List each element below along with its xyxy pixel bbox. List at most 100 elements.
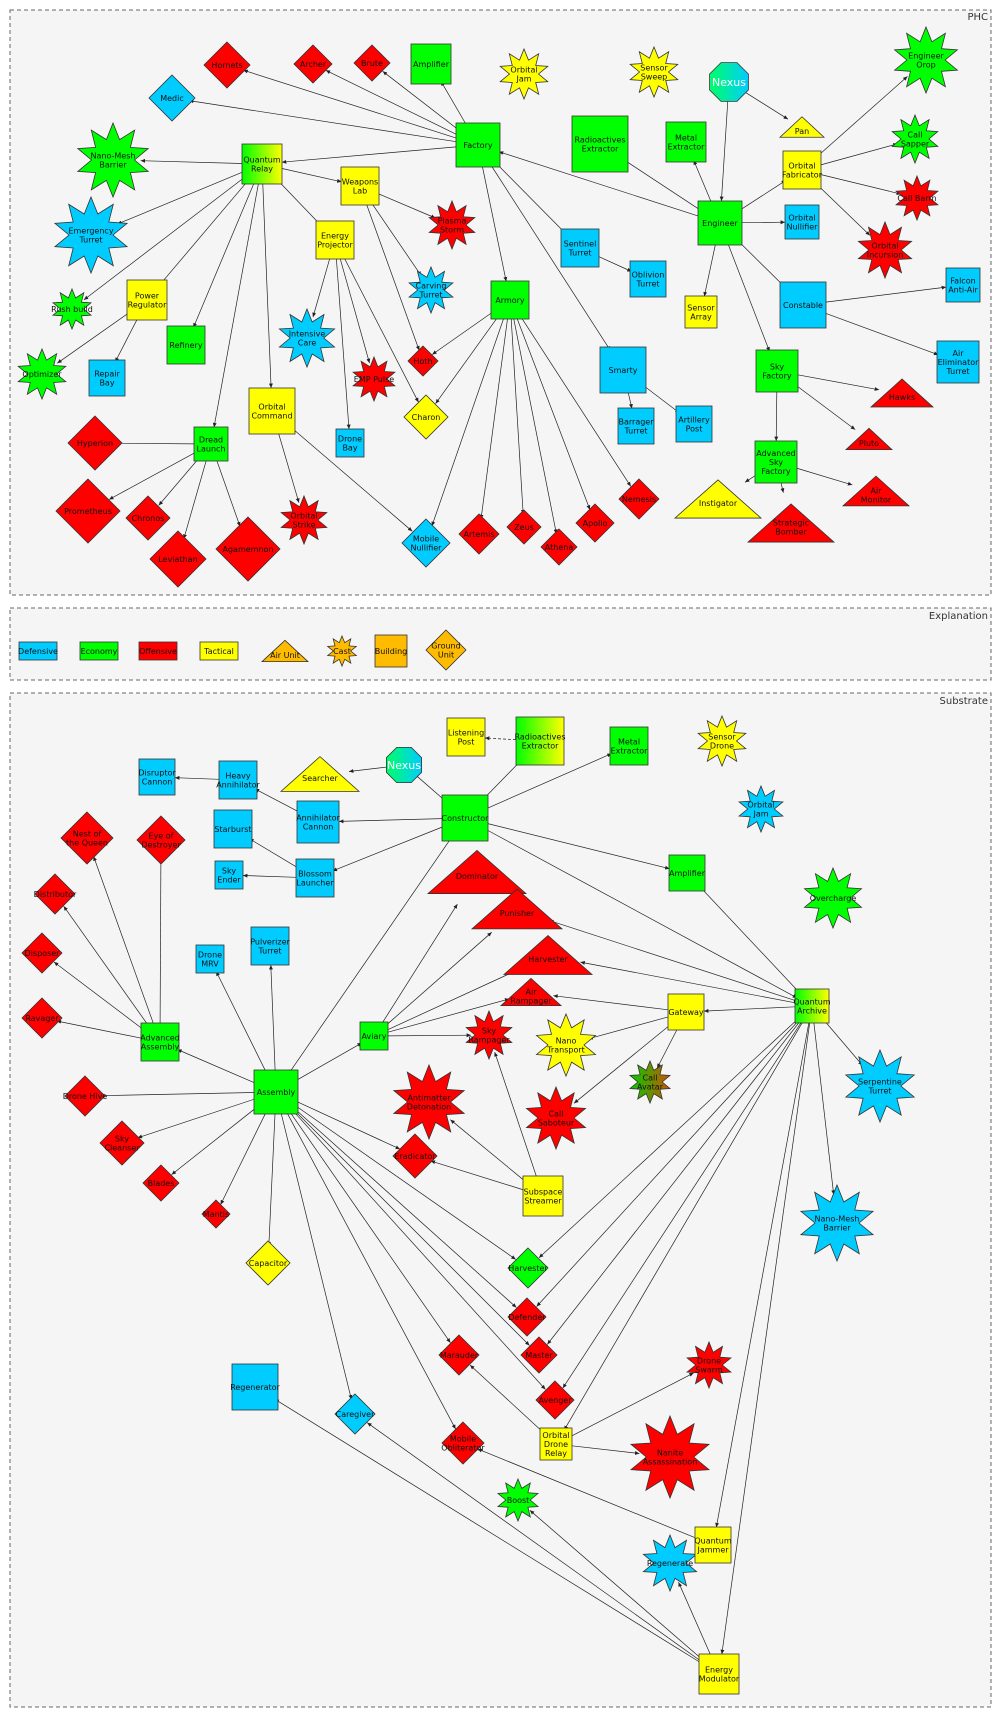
node-p-artemis: Artemis: [458, 513, 500, 555]
edge: [384, 932, 492, 1027]
node-shape: [410, 43, 452, 85]
edge: [553, 994, 669, 1011]
node-label: Artemis: [463, 530, 494, 539]
node-shape: [441, 794, 489, 842]
edge: [216, 459, 241, 527]
edge: [797, 374, 880, 391]
node-p-athena: Athena: [540, 528, 578, 566]
node-s-ravager: Ravager: [21, 997, 63, 1039]
node-shape: [17, 347, 67, 401]
node-shape: [746, 503, 836, 543]
node-shape: [293, 44, 333, 84]
node-shape: [617, 407, 655, 445]
node-shape: [778, 116, 826, 138]
edge: [699, 885, 801, 994]
edge: [292, 1106, 517, 1308]
edge: [824, 312, 939, 356]
cluster-title-substrate: Substrate: [940, 696, 988, 707]
node-shape: [522, 1175, 564, 1217]
node-label: Avenger: [538, 1396, 572, 1405]
edge: [189, 99, 457, 143]
node-label: Nexus: [712, 76, 746, 89]
edge: [267, 1113, 276, 1247]
node-label: Refinery: [169, 341, 202, 350]
node-s-gateway: Gateway: [667, 993, 705, 1031]
edge: [212, 183, 259, 428]
edge: [386, 969, 519, 1031]
node-label: Apollo: [583, 519, 608, 528]
edge: [588, 1016, 669, 1040]
node-shape: [260, 639, 310, 663]
edge: [56, 1019, 142, 1039]
node-shape: [125, 495, 171, 541]
node-s-dominator: Dominator: [426, 849, 528, 894]
edge: [332, 826, 444, 872]
edge: [108, 451, 197, 500]
node-shape: [629, 1414, 711, 1500]
node-p-apollo: Apollo: [575, 503, 615, 543]
edge: [440, 81, 468, 127]
node-shape: [215, 516, 281, 582]
node-p-pluto: Pluto: [844, 427, 894, 451]
edge: [742, 90, 789, 120]
node-p-pan: Pan: [778, 116, 826, 138]
node-shape: [609, 726, 649, 766]
node-shape: [891, 113, 939, 165]
node-shape: [507, 1247, 549, 1289]
node-shape: [629, 45, 679, 99]
edge: [573, 1023, 673, 1104]
node-label: Cast: [333, 647, 351, 656]
edge: [529, 1510, 705, 1662]
edge: [430, 1160, 525, 1191]
node-shape: [539, 1427, 573, 1461]
node-shape: [214, 860, 244, 890]
node-label: Distributor: [34, 890, 77, 899]
node-p-chronos: Chronos: [125, 495, 171, 541]
edge: [174, 775, 220, 780]
node-shape: [465, 1009, 513, 1061]
node-label: Pan: [795, 127, 809, 136]
node-label: Eradicator: [394, 1152, 436, 1161]
node-label: Engineer: [702, 219, 738, 228]
edge: [489, 163, 611, 351]
node-s-master: Master: [520, 1336, 558, 1374]
node-shape: [213, 809, 253, 849]
edge: [140, 158, 243, 164]
node-label: Defender: [508, 1313, 546, 1322]
node-label: Amplifier: [669, 869, 706, 878]
edge: [336, 258, 351, 430]
edge: [484, 736, 517, 741]
node-label: Factory: [463, 141, 492, 150]
edge: [285, 1111, 456, 1430]
node-p-hornets: Hornets: [203, 41, 251, 89]
node-label: Searcher: [302, 774, 338, 783]
edge: [387, 998, 510, 1033]
edge: [719, 97, 729, 202]
edge: [291, 1107, 530, 1346]
node-label: Nemesis: [622, 495, 656, 504]
edge: [289, 425, 413, 532]
node-shape: [53, 195, 129, 275]
node-shape: [755, 349, 799, 393]
edge: [435, 315, 500, 404]
node-s-caregiver: Caregiver: [334, 1393, 376, 1435]
node-shape: [642, 1533, 698, 1593]
